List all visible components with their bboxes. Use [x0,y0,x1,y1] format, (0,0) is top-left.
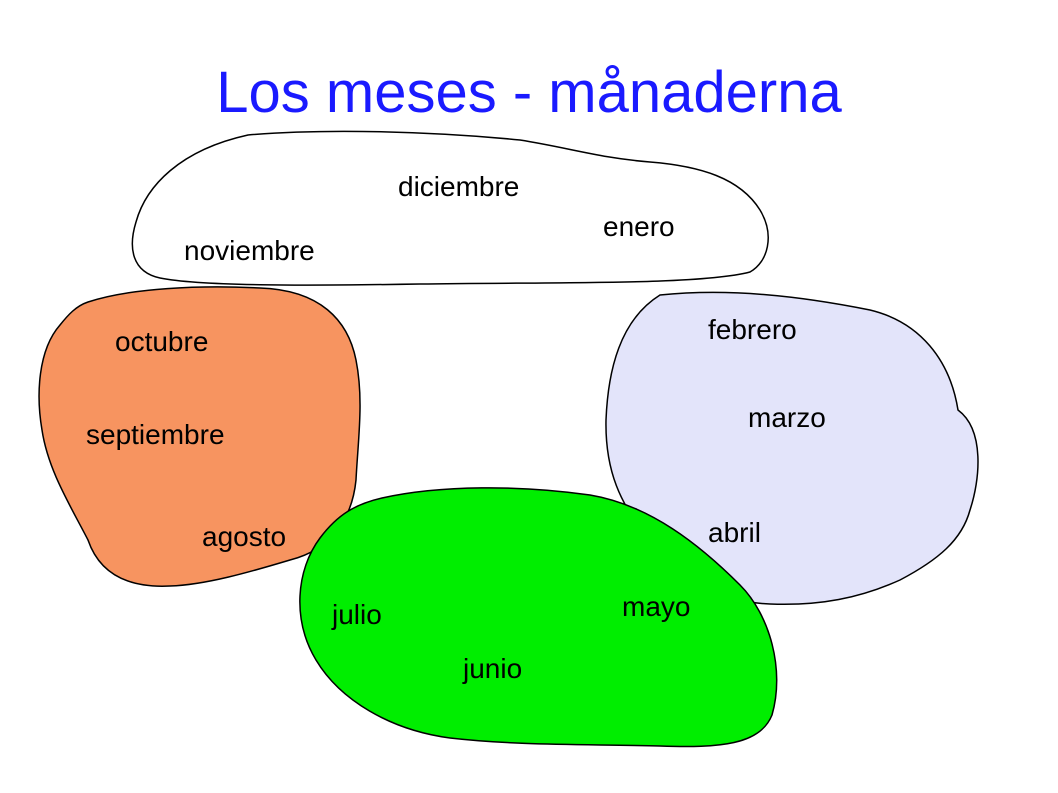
spring-blob [605,291,979,606]
month-label-noviembre: noviembre [184,235,315,266]
page-title: Los meses - månaderna [216,60,842,125]
month-label-octubre: octubre [115,326,209,357]
month-label-mayo: mayo [622,591,691,622]
month-label-diciembre: diciembre [398,171,520,202]
summer-blob [299,487,778,748]
month-label-febrero: febrero [708,314,797,345]
month-label-enero: enero [603,211,675,242]
month-label-septiembre: septiembre [86,419,225,450]
winter-blob [131,130,769,286]
autumn-blob [38,286,361,587]
month-label-marzo: marzo [748,402,826,433]
month-label-abril: abril [708,517,761,548]
month-label-julio: julio [332,599,382,630]
month-label-agosto: agosto [202,521,287,552]
month-label-junio: junio [463,653,523,684]
